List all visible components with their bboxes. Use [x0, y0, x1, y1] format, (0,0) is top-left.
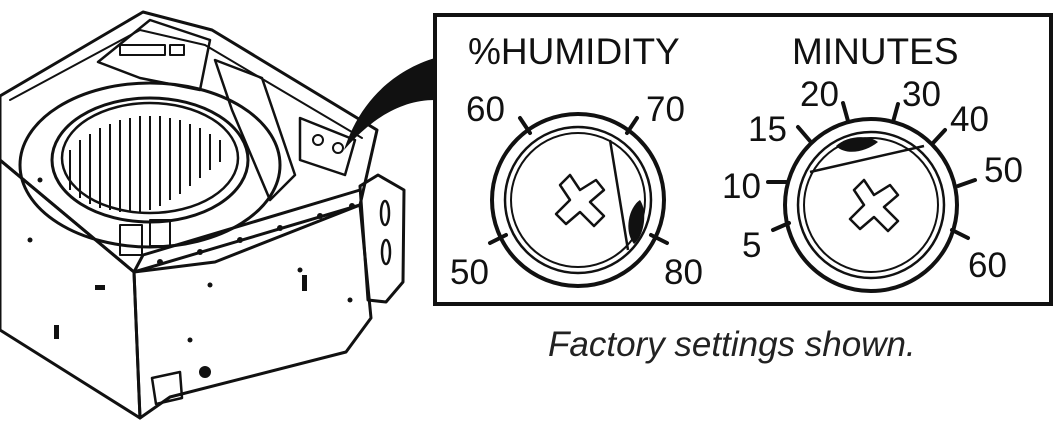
minutes-label-5: 5 [742, 226, 761, 265]
minutes-dial: MINUTES 5 10 15 20 30 40 50 60 [722, 31, 1023, 293]
humidity-label-60: 60 [466, 90, 505, 129]
minutes-label-20: 20 [800, 75, 839, 114]
humidity-label-70: 70 [646, 90, 685, 129]
humidity-label-80: 80 [664, 253, 703, 292]
minutes-label-40: 40 [950, 100, 989, 139]
minutes-label-10: 10 [722, 167, 761, 206]
rivets [27, 177, 355, 378]
caption: Factory settings shown. [548, 325, 916, 364]
controls-callout-box [433, 13, 1053, 306]
humidity-dial: %HUMIDITY 50 60 70 80 [450, 31, 703, 292]
minutes-label-15: 15 [748, 110, 787, 149]
blower-blades [69, 116, 221, 212]
minutes-label-30: 30 [902, 75, 941, 114]
humidity-dial-title: %HUMIDITY [468, 31, 680, 72]
minutes-label-50: 50 [984, 151, 1023, 190]
fan-housing-illustration [0, 10, 406, 420]
minutes-label-60: 60 [968, 246, 1007, 285]
minutes-dial-title: MINUTES [792, 31, 959, 72]
humidity-label-50: 50 [450, 253, 489, 292]
callout-pointer [344, 58, 435, 150]
